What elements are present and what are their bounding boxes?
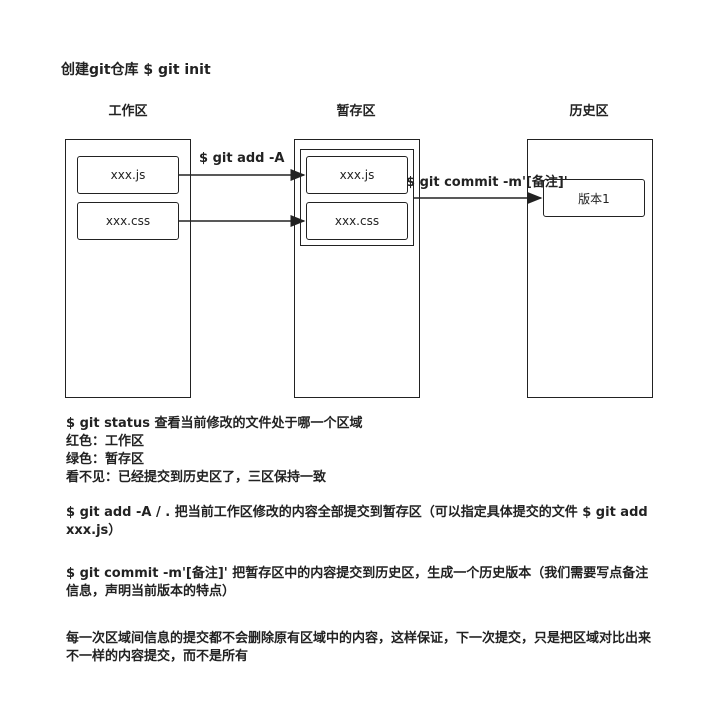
git-add-command-label: $ git add -A — [199, 151, 285, 166]
summary-note: 每一次区域间信息的提交都不会删除原有区域中的内容，这样保证，下一次提交，只是把区… — [66, 631, 652, 664]
workspace-label: 工作区 — [108, 104, 148, 119]
staging-file-css: xxx.css — [306, 202, 408, 240]
green-status-line: 绿色：暂存区 — [66, 452, 145, 467]
history-version-box: 版本1 — [543, 179, 645, 217]
workspace-file-js: xxx.js — [77, 156, 179, 194]
git-commit-command-label: $ git commit -m'[备注]' — [406, 175, 568, 190]
history-label: 历史区 — [569, 104, 609, 119]
staging-label: 暂存区 — [336, 104, 376, 119]
invisible-status-line: 看不见：已经提交到历史区了，三区保持一致 — [66, 470, 327, 485]
status-note: $ git status 查看当前修改的文件处于哪一个区域 红色：工作区 绿色：… — [66, 415, 656, 487]
workspace-file-css: xxx.css — [77, 202, 179, 240]
staging-group-frame — [300, 149, 414, 246]
page-title: 创建git仓库 $ git init — [61, 62, 211, 78]
red-status-line: 红色：工作区 — [66, 434, 145, 449]
status-line: $ git status 查看当前修改的文件处于哪一个区域 — [66, 416, 363, 431]
git-commit-note: $ git commit -m'[备注]' 把暂存区中的内容提交到历史区，生成一… — [66, 566, 649, 599]
git-add-note: $ git add -A / . 把当前工作区修改的内容全部提交到暂存区（可以指… — [66, 505, 648, 538]
staging-file-js: xxx.js — [306, 156, 408, 194]
